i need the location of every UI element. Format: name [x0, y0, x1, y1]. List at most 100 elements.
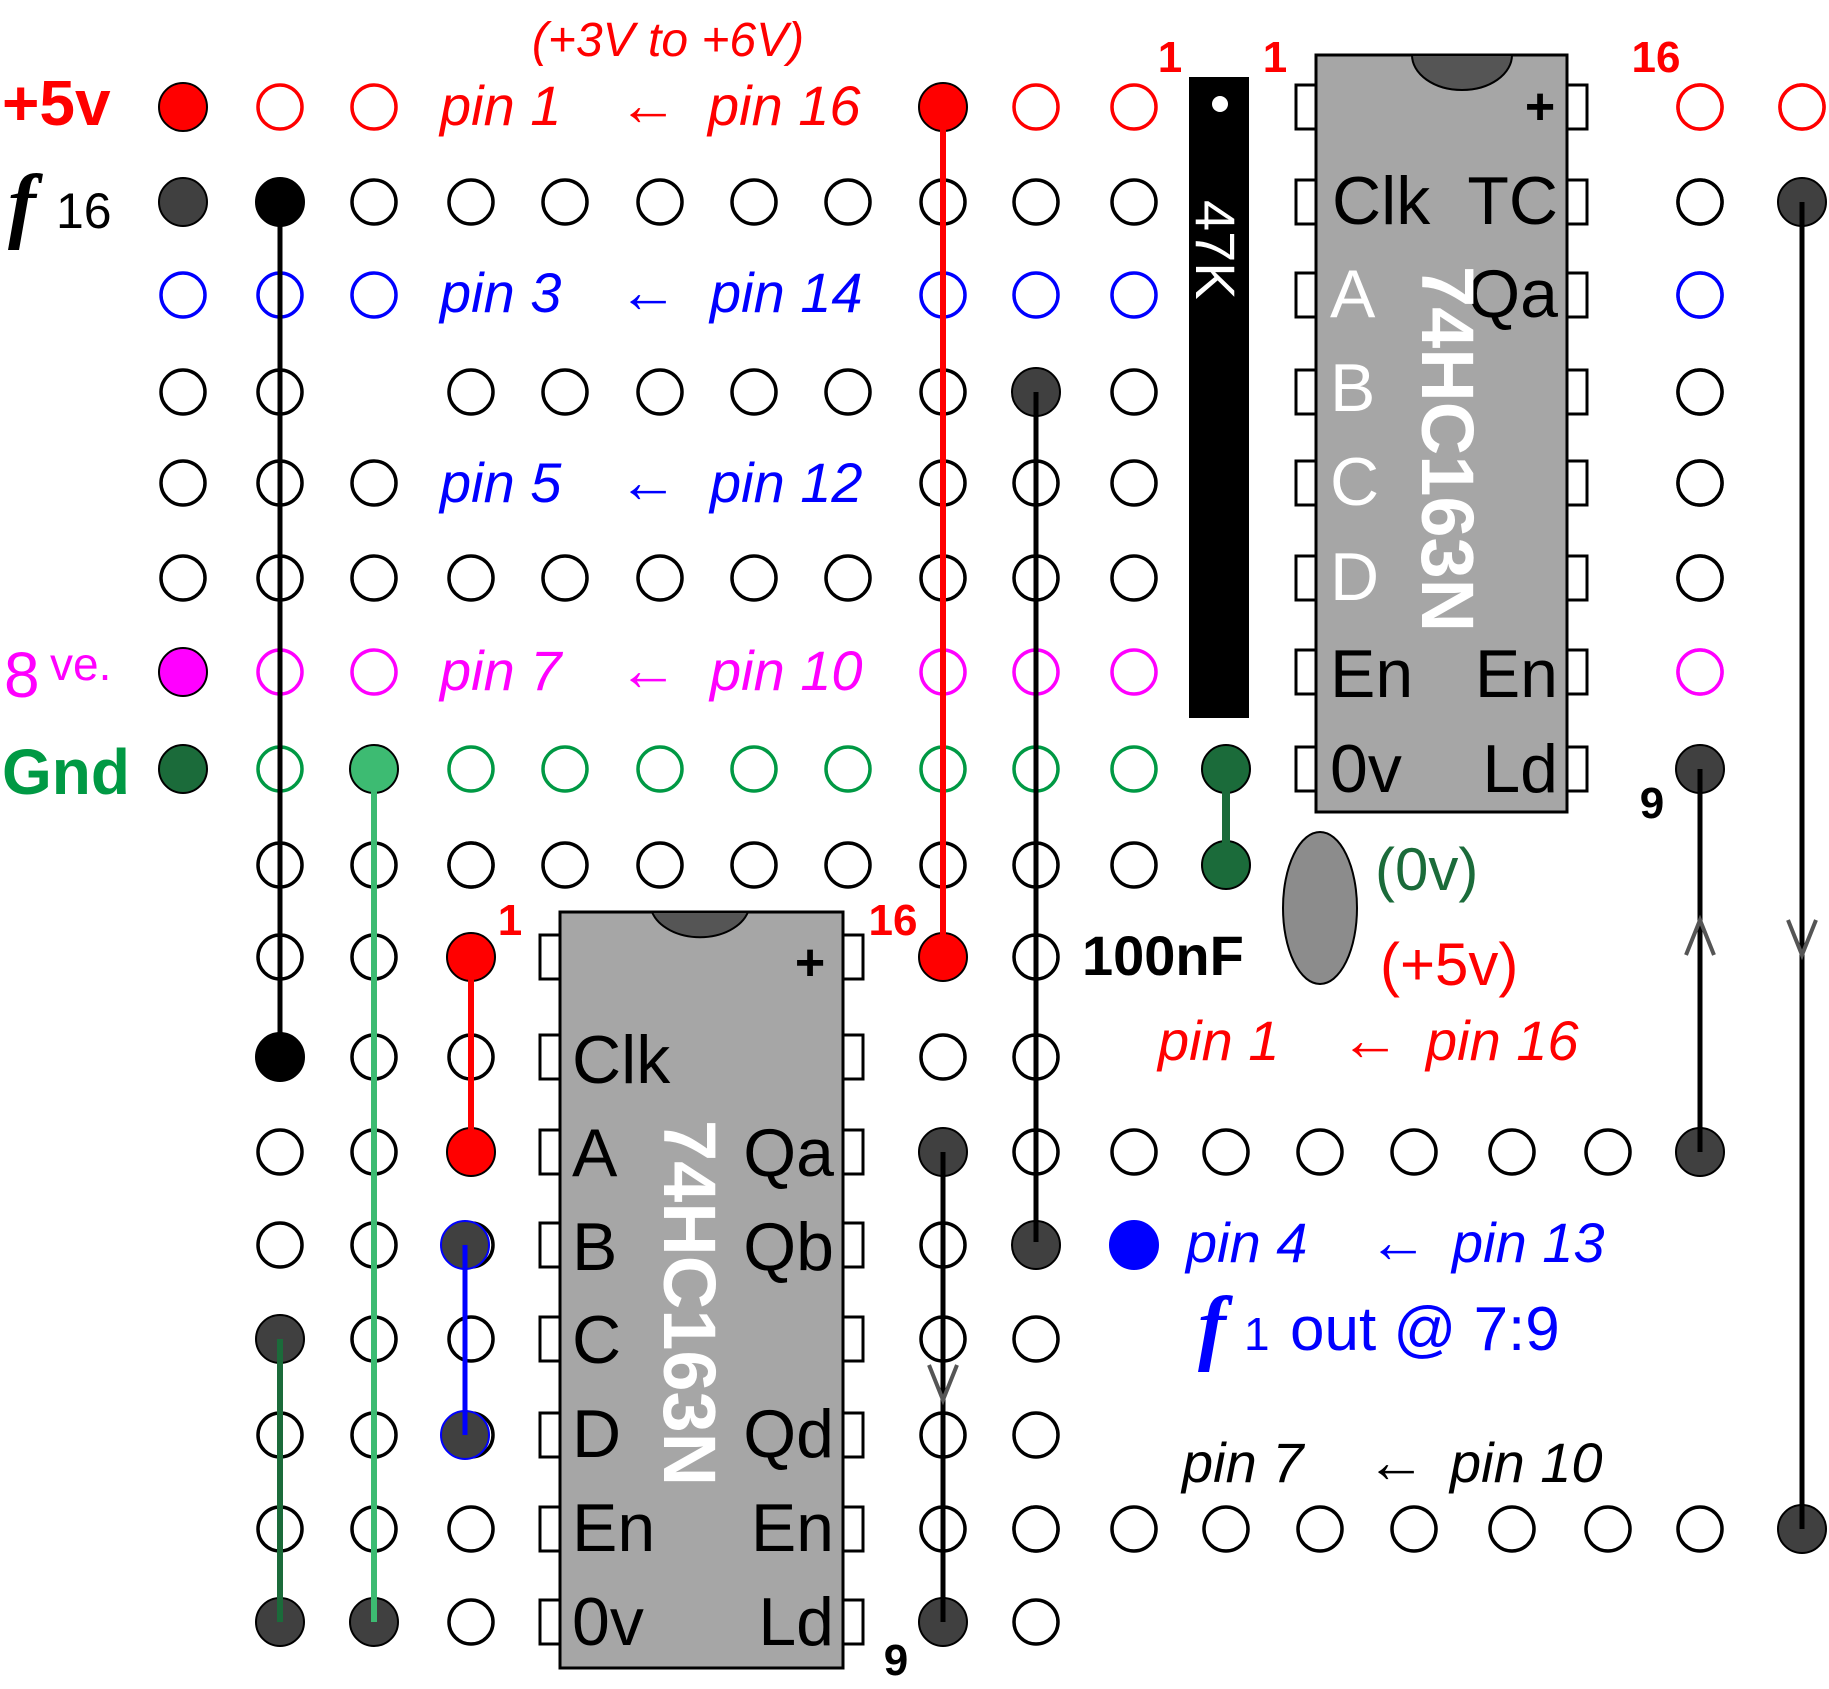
chip-lower-ld: Ld [758, 1584, 834, 1660]
board-hole [824, 178, 872, 226]
board-hole [730, 554, 778, 602]
board-hole [1676, 459, 1724, 507]
chip-lower-c: C [572, 1302, 621, 1378]
chip-lower-0v: 0v [572, 1584, 644, 1660]
board-hole [730, 745, 778, 793]
chip-pin [1294, 368, 1318, 416]
chip-upper-0v: 0v [1330, 731, 1402, 807]
board-dot [1109, 1220, 1159, 1270]
chip-pin [1294, 745, 1318, 793]
chip-lower-plus: + [795, 934, 825, 992]
board-hole [730, 841, 778, 889]
board-hole [1296, 1505, 1344, 1553]
board-hole [447, 368, 495, 416]
note-f1-out: out @ 7:9 [1290, 1295, 1560, 1364]
chip-pin [841, 1128, 865, 1176]
board-hole [636, 554, 684, 602]
right-notes: pin 1 ← pin 16 pin 4 ← pin 13 f 1 out @ … [1156, 1006, 1605, 1495]
note-row3-from: pin 3 [438, 261, 561, 324]
note-voltage-range: (+3V to +6V) [532, 14, 804, 67]
cap-value: 100nF [1082, 924, 1244, 987]
board-hole [447, 178, 495, 226]
board-hole [1110, 83, 1158, 131]
board-hole [1110, 1128, 1158, 1176]
label-eight: 8 [4, 639, 40, 711]
cap-plus5v: (+5v) [1380, 931, 1518, 998]
board-hole [636, 745, 684, 793]
chip-upper-d: D [1330, 539, 1379, 615]
chip-lower-pin16-label: 16 [869, 896, 918, 945]
board-hole [159, 271, 207, 319]
board-hole [1110, 178, 1158, 226]
resistor-47k: 47K [1184, 77, 1249, 718]
note-r-pin13: pin 13 [1450, 1211, 1605, 1274]
board-hole [1110, 271, 1158, 319]
arrow-down-right-icon [1786, 919, 1818, 961]
chip-pin [538, 933, 562, 981]
chip-pin [841, 1598, 865, 1646]
label-plus5v: +5v [2, 67, 111, 139]
note-r-pin16: pin 16 [1424, 1009, 1579, 1072]
board-hole [1676, 271, 1724, 319]
chip-upper-pin9-label: 9 [1640, 779, 1664, 828]
chip-pin [1565, 178, 1589, 226]
chip-upper-a: A [1330, 256, 1376, 332]
chip-pin [538, 1411, 562, 1459]
note-r-pin4: pin 4 [1184, 1211, 1307, 1274]
board-hole [1676, 368, 1724, 416]
board-hole [1584, 1505, 1632, 1553]
board-hole [1012, 1505, 1060, 1553]
note-row3-arrow: ← [618, 258, 678, 325]
chip-pin [538, 1598, 562, 1646]
cap-zero-v: (0v) [1375, 836, 1478, 903]
board-hole [447, 1505, 495, 1553]
board-hole [1110, 745, 1158, 793]
chip-upper-en-left: En [1330, 636, 1413, 712]
note-row7-to: pin 10 [708, 639, 863, 702]
chip-lower-clk: Clk [572, 1022, 671, 1098]
note-r-pin7-arrow: ← [1366, 1428, 1426, 1495]
rail-labels: +5v f 16 8 ve. Gnd [2, 67, 130, 808]
chip-pin [538, 1128, 562, 1176]
chip-upper-en-right: En [1475, 636, 1558, 712]
chip-upper-pins [1294, 83, 1589, 793]
board-hole [350, 178, 398, 226]
chip-pin [1565, 83, 1589, 131]
board-hole [256, 83, 304, 131]
chip-lower: + Clk A B C D En 0v Qa Qb Qd En Ld 74HC1… [498, 896, 918, 1685]
board-hole [541, 841, 589, 889]
chip-lower-d: D [572, 1396, 621, 1472]
board-hole [1110, 554, 1158, 602]
board-hole [447, 1598, 495, 1646]
board-dot [158, 647, 208, 697]
board-hole [1012, 83, 1060, 131]
board-hole [1110, 459, 1158, 507]
board-hole [541, 745, 589, 793]
chip-lower-b: B [572, 1209, 617, 1285]
note-row1-from: pin 1 [438, 74, 561, 137]
chip-pin [1565, 459, 1589, 507]
board-hole [730, 368, 778, 416]
chip-lower-pin9-label: 9 [884, 1636, 908, 1685]
board-hole [1012, 1598, 1060, 1646]
chip-lower-name: 74HC163N [648, 1120, 731, 1486]
note-row7-arrow: ← [618, 636, 678, 703]
board-hole [447, 1315, 495, 1363]
board-hole [824, 554, 872, 602]
note-f1-letter: f [1198, 1280, 1233, 1373]
board-hole [1584, 1128, 1632, 1176]
chip-lower-en-right: En [751, 1490, 834, 1566]
note-row5-arrow: ← [618, 448, 678, 515]
note-row5-from: pin 5 [438, 451, 562, 514]
note-r-pin10: pin 10 [1448, 1431, 1603, 1494]
chip-pin [841, 933, 865, 981]
board-hole [1110, 841, 1158, 889]
board-hole [1676, 648, 1724, 696]
resistor-label: 47K [1184, 200, 1247, 300]
chip-pin [538, 1505, 562, 1553]
board-hole [1390, 1505, 1438, 1553]
board-hole [159, 368, 207, 416]
board-hole [1202, 1128, 1250, 1176]
chip-upper-c: C [1330, 444, 1379, 520]
